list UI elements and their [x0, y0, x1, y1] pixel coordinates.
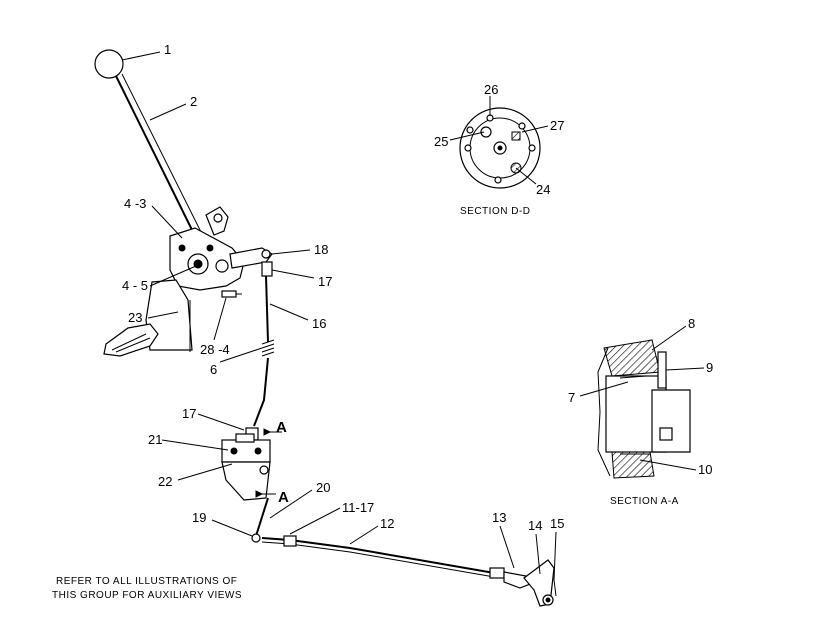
callout-7: 7 — [568, 390, 575, 405]
callout-15: 15 — [550, 516, 564, 531]
callout-16: 16 — [312, 316, 326, 331]
leader-lines — [121, 51, 705, 581]
callout-13: 13 — [492, 510, 506, 525]
callout-11-17: 11-17 — [342, 500, 374, 515]
callout-10: 10 — [698, 462, 712, 477]
callout-23: 23 — [128, 310, 142, 325]
section-dd-view — [459, 107, 541, 189]
vertical-linkage — [221, 261, 282, 543]
mounting-bracket — [221, 439, 271, 463]
callout-24: 24 — [536, 182, 550, 197]
callout-25: 25 — [434, 134, 448, 149]
auxiliary-note-line1: REFER TO ALL ILLUSTRATIONS OF — [56, 576, 237, 587]
auxiliary-note-line2: THIS GROUP FOR AUXILIARY VIEWS — [52, 590, 242, 601]
view-marker-a-upper: A — [276, 419, 287, 436]
callout-26: 26 — [484, 82, 498, 97]
callout-17-upper: 17 — [318, 274, 332, 289]
callout-14: 14 — [528, 518, 542, 533]
callout-9: 9 — [706, 360, 713, 375]
callout-19: 19 — [192, 510, 206, 525]
callout-17-lower: 17 — [182, 406, 196, 421]
callout-4-5: 4 - 5 — [122, 278, 148, 293]
callout-12: 12 — [380, 516, 394, 531]
pedal — [103, 323, 159, 357]
callout-22: 22 — [158, 474, 172, 489]
section-dd-caption: SECTION D-D — [460, 206, 531, 217]
lever-knob — [94, 49, 124, 79]
callout-8: 8 — [688, 316, 695, 331]
lever-rod — [115, 75, 197, 239]
callout-27: 27 — [550, 118, 564, 133]
view-marker-a-lower: A — [278, 489, 289, 506]
callout-2: 2 — [190, 94, 197, 109]
callout-21: 21 — [148, 432, 162, 447]
callout-28-4: 28 -4 — [200, 342, 230, 357]
section-aa-caption: SECTION A-A — [610, 496, 679, 507]
callout-labels: 1 2 4 -3 4 - 5 23 28 -4 6 18 17 16 17 21… — [122, 42, 713, 533]
section-aa-view — [597, 339, 691, 479]
callout-6: 6 — [210, 362, 217, 377]
callout-18: 18 — [314, 242, 328, 257]
lever-assembly — [94, 49, 273, 357]
callout-1: 1 — [164, 42, 171, 57]
callout-4-3: 4 -3 — [124, 196, 146, 211]
horizontal-linkage — [261, 535, 557, 607]
callout-20: 20 — [316, 480, 330, 495]
